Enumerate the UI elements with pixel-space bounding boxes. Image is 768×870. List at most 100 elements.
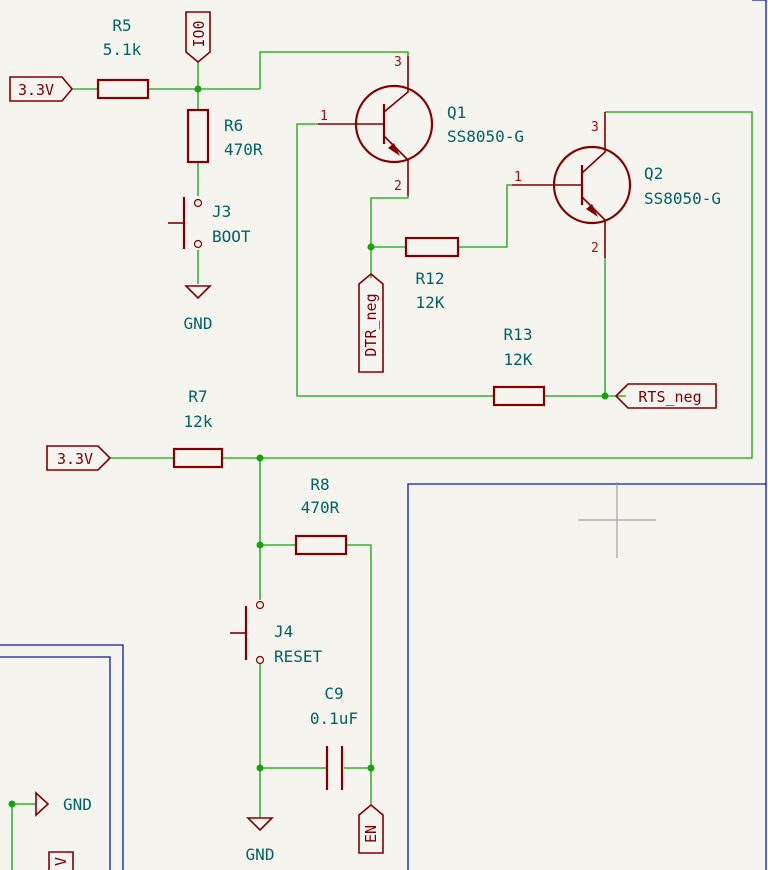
r7-ref: R7 xyxy=(188,387,207,406)
emitter-arrow xyxy=(586,204,598,217)
net-label-text: RTS_neg xyxy=(638,388,701,406)
gnd-symbol-reset: GND xyxy=(246,817,275,864)
gnd-symbol-boot: GND xyxy=(184,285,213,333)
global-label-shape xyxy=(358,803,384,854)
q1-ref: Q1 xyxy=(447,103,466,122)
r8-ref: R8 xyxy=(310,475,329,494)
junction-dot xyxy=(8,800,16,808)
net-label-en[interactable]: EN xyxy=(358,803,384,854)
global-label-shape xyxy=(48,851,74,870)
gnd-label: GND xyxy=(246,845,275,864)
resistor-body xyxy=(186,108,210,164)
junction-dot xyxy=(367,764,375,772)
gnd-label: GND xyxy=(184,314,213,333)
global-label-shape xyxy=(185,11,211,64)
resistor-body xyxy=(294,534,348,556)
q2-pin-1: 1 xyxy=(514,170,522,185)
frame-left-outer xyxy=(0,644,124,870)
r7-value: 12k xyxy=(184,412,213,431)
net-label-io0[interactable]: IO0 xyxy=(185,11,211,64)
r5-ref: R5 xyxy=(112,16,131,35)
ground-icon xyxy=(184,285,212,300)
r13-value: 12K xyxy=(504,350,533,369)
junction-dot xyxy=(194,85,202,93)
q1-pin-1: 1 xyxy=(320,109,328,124)
q2-pin-2: 2 xyxy=(591,241,599,256)
switch-j4[interactable]: J4 RESET xyxy=(230,600,323,667)
wires xyxy=(11,51,753,870)
q2-ref: Q2 xyxy=(644,164,663,183)
resistor-body xyxy=(96,78,150,100)
resistor-body xyxy=(492,385,546,407)
r12-value: 12K xyxy=(416,293,445,312)
net-label-3v3-top[interactable]: 3.3V xyxy=(9,76,74,102)
transistor-q2[interactable]: 1 2 3 Q2 SS8050-G xyxy=(512,112,721,258)
c9-ref: C9 xyxy=(324,684,343,703)
j4-value: RESET xyxy=(274,647,323,666)
c9-value: 0.1uF xyxy=(310,709,358,728)
global-label-shape xyxy=(9,76,74,102)
gnd-label: GND xyxy=(63,795,92,814)
q1-pin-3: 3 xyxy=(394,55,402,70)
resistor-body xyxy=(172,447,224,469)
net-label-text: EN xyxy=(362,825,380,843)
resistor-r5[interactable]: R5 5.1k xyxy=(96,16,150,100)
r6-ref: R6 xyxy=(224,116,243,135)
junction-dot xyxy=(256,454,264,462)
j3-ref: J3 xyxy=(212,202,231,221)
r12-ref: R12 xyxy=(416,269,445,288)
j3-value: BOOT xyxy=(212,227,251,246)
net-label-3v3-mid[interactable]: 3.3V xyxy=(46,445,112,471)
switch-contact xyxy=(255,600,265,610)
emitter-lead xyxy=(581,196,606,258)
junctions xyxy=(8,85,609,808)
r13-ref: R13 xyxy=(504,325,533,344)
frame-right xyxy=(752,0,767,870)
ground-icon xyxy=(246,817,274,832)
net-label-dtr[interactable]: DTR_neg xyxy=(358,272,384,373)
switch-j3[interactable]: J3 BOOT xyxy=(168,197,251,249)
net-label-text: IO0 xyxy=(190,20,208,47)
resistor-r13[interactable]: R13 12K xyxy=(492,325,546,407)
collector-lead xyxy=(383,56,409,113)
global-label-shape xyxy=(46,445,112,471)
q1-value: SS8050-G xyxy=(447,127,524,146)
emitter-arrow xyxy=(388,143,400,156)
junction-dot xyxy=(601,392,609,400)
j4-ref: J4 xyxy=(274,622,293,641)
junction-dot xyxy=(367,243,375,251)
ground-icon xyxy=(35,791,50,817)
switch-contact xyxy=(193,239,203,249)
resistor-r7[interactable]: R7 12k xyxy=(172,387,224,469)
q1-pin-2: 2 xyxy=(394,179,402,194)
frame-left-inner xyxy=(0,656,111,870)
global-label-shape xyxy=(614,383,717,409)
net-label-text: 3.3V xyxy=(18,81,54,99)
net-label-text: 3.3V xyxy=(57,450,93,468)
switch-contact xyxy=(255,655,265,665)
switch-contact xyxy=(193,198,203,208)
resistor-r12[interactable]: R12 12K xyxy=(404,236,460,312)
junction-dot xyxy=(256,541,264,549)
q2-pin-3: 3 xyxy=(591,120,599,135)
net-label-text: V xyxy=(52,857,70,866)
transistor-q1[interactable]: 1 2 3 Q1 SS8050-G xyxy=(318,55,524,196)
capacitor-c9[interactable]: C9 0.1uF xyxy=(310,684,358,790)
q2-value: SS8050-G xyxy=(644,189,721,208)
net-label-rts[interactable]: RTS_neg xyxy=(614,383,717,409)
emitter-lead xyxy=(383,135,409,196)
collector-lead xyxy=(581,112,606,174)
net-label-partial[interactable]: V xyxy=(48,851,74,870)
resistor-r8[interactable]: R8 470R xyxy=(294,475,348,556)
resistor-r6[interactable]: R6 470R xyxy=(186,108,263,164)
r8-value: 470R xyxy=(301,498,340,517)
resistor-body xyxy=(404,236,460,258)
gnd-symbol-left: GND xyxy=(35,791,92,817)
net-label-text: DTR_neg xyxy=(362,293,380,356)
frame-inner xyxy=(407,483,766,870)
r5-value: 5.1k xyxy=(103,40,142,59)
global-label-shape xyxy=(358,272,384,373)
junction-dot xyxy=(256,764,264,772)
